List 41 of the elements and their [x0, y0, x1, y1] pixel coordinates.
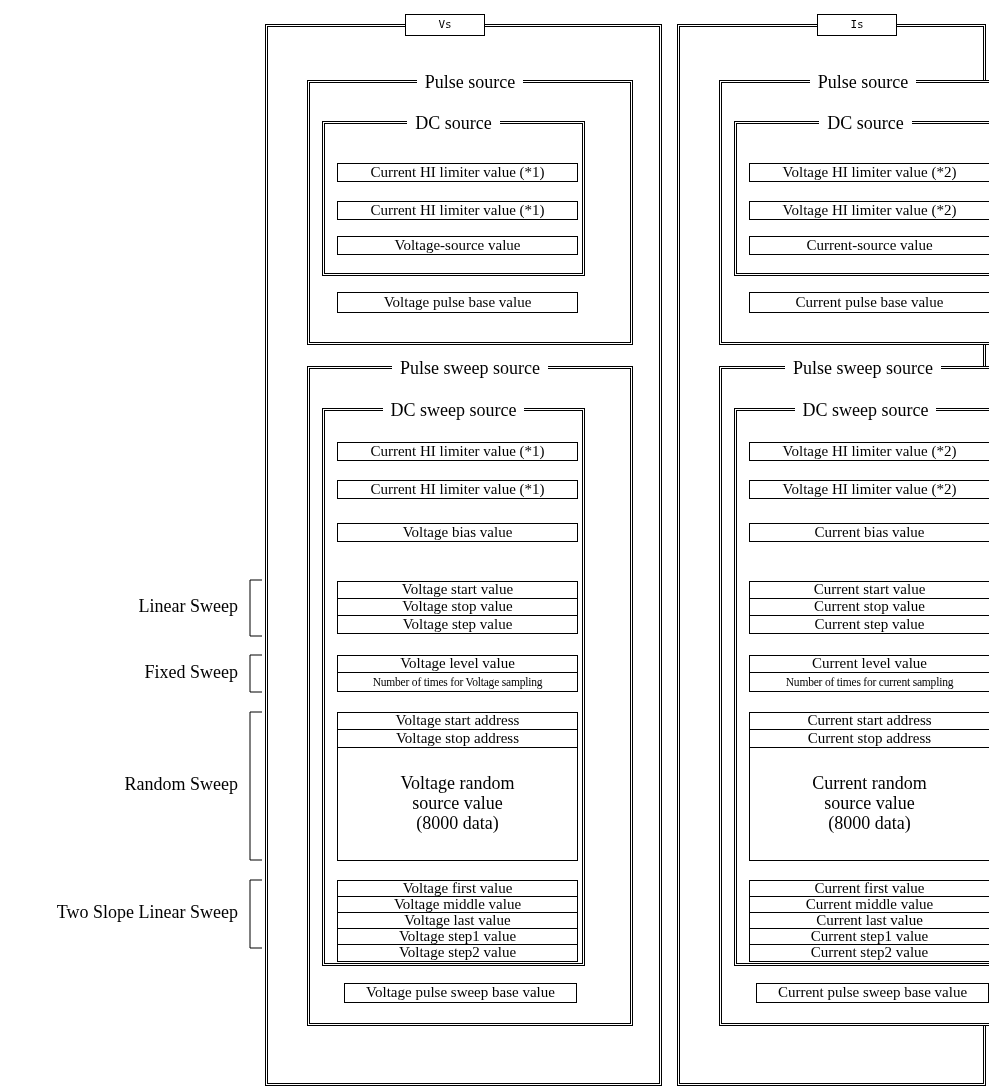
group-title: DC sweep source — [382, 400, 525, 420]
parameter-box: Current-source value — [749, 236, 989, 255]
parameter-box: Voltage step value — [337, 615, 578, 634]
parameter-box: Current HI limiter value (*1) — [337, 201, 578, 220]
parameter-box: Voltage stop value — [337, 598, 578, 616]
parameter-box: Voltage HI limiter value (*2) — [749, 480, 989, 499]
parameter-box: Current step2 value — [749, 944, 989, 962]
group-title: DC sweep source — [794, 400, 937, 420]
parameter-box: Current random source value (8000 data) — [749, 747, 989, 861]
parameter-box: Voltage HI limiter value (*2) — [749, 201, 989, 220]
sweep-type-label: Linear Sweep — [138, 596, 238, 617]
parameter-box: Voltage-source value — [337, 236, 578, 255]
parameter-box: Voltage random source value (8000 data) — [337, 747, 578, 861]
source-tab: Is — [817, 14, 897, 36]
parameter-box: Number of times for current sampling — [749, 672, 989, 692]
parameter-box: Current pulse sweep base value — [756, 983, 989, 1003]
source-tab: Vs — [405, 14, 485, 36]
parameter-box: Current HI limiter value (*1) — [337, 442, 578, 461]
parameter-box: Current step value — [749, 615, 989, 634]
parameter-box: Current HI limiter value (*1) — [337, 163, 578, 182]
parameter-box: Voltage level value — [337, 655, 578, 673]
parameter-box: Current HI limiter value (*1) — [337, 480, 578, 499]
parameter-box: Voltage start value — [337, 581, 578, 599]
group-title: Pulse sweep source — [785, 358, 941, 378]
parameter-box: Current start value — [749, 581, 989, 599]
parameter-box: Current bias value — [749, 523, 989, 542]
parameter-box: Voltage step2 value — [337, 944, 578, 962]
parameter-box: Current pulse base value — [749, 292, 989, 313]
parameter-box: Voltage HI limiter value (*2) — [749, 442, 989, 461]
parameter-box: Voltage bias value — [337, 523, 578, 542]
sweep-type-label: Fixed Sweep — [144, 661, 238, 683]
sweep-type-label: Two Slope Linear Sweep — [56, 902, 238, 923]
parameter-box: Voltage pulse base value — [337, 292, 578, 313]
parameter-box: Voltage HI limiter value (*2) — [749, 163, 989, 182]
parameter-box: Voltage start address — [337, 712, 578, 730]
parameter-box: Current level value — [749, 655, 989, 673]
parameter-box: Voltage pulse sweep base value — [344, 983, 577, 1003]
parameter-box: Current start address — [749, 712, 989, 730]
sweep-type-label: Random Sweep — [124, 774, 238, 795]
group-title: Pulse sweep source — [392, 358, 548, 378]
parameter-box: Number of times for Voltage sampling — [337, 672, 578, 692]
